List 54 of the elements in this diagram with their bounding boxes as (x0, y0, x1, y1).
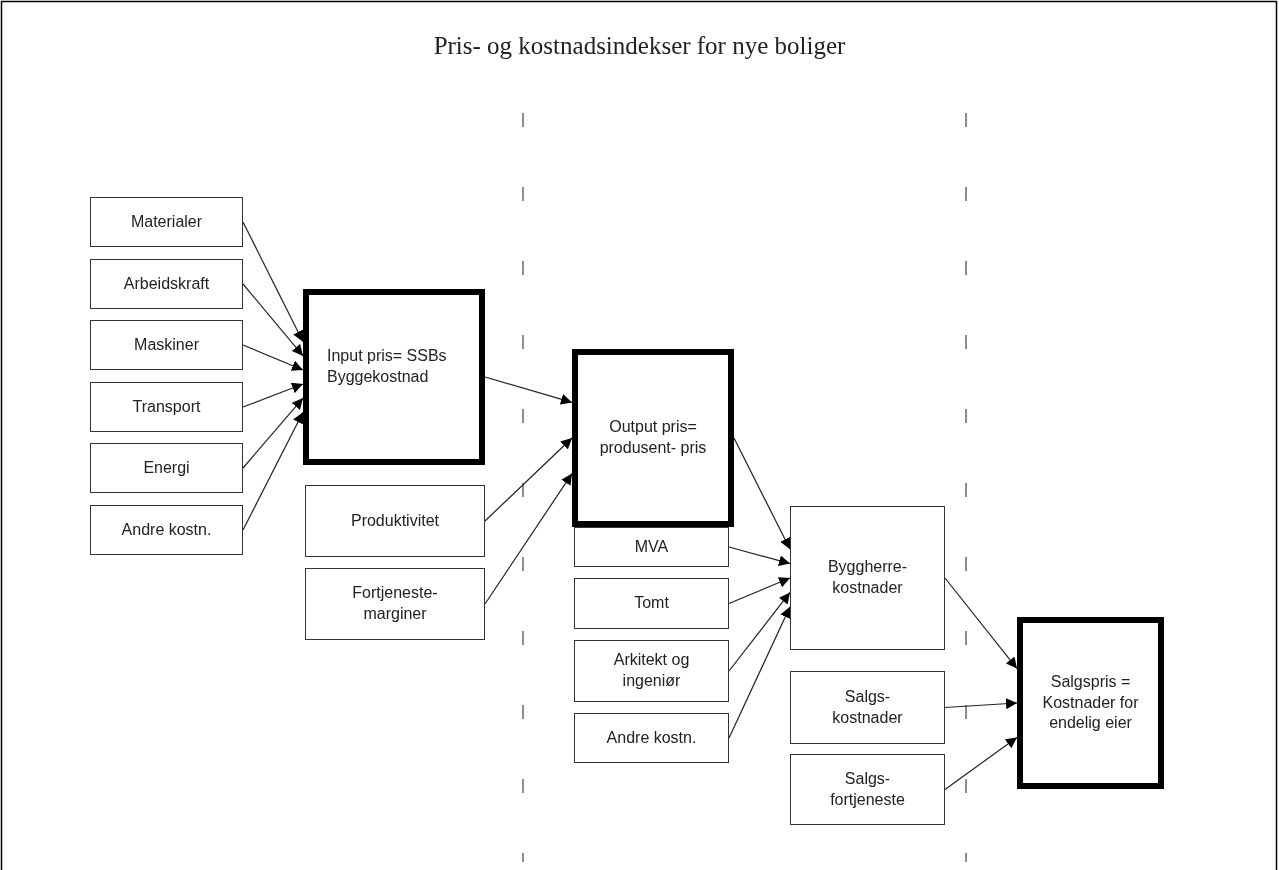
node-label: Output pris= produsent- pris (598, 417, 708, 458)
node-label: Input pris= SSBs Byggekostnad (327, 346, 447, 387)
cost-box (574, 640, 729, 702)
node-label: Salgspris = Kostnader for endelig eier (1041, 671, 1140, 734)
arrow (944, 577, 1018, 670)
cost-box (90, 505, 243, 555)
arrow (728, 606, 791, 739)
node-label: Salgs- fortjeneste (829, 768, 906, 810)
cost-box (305, 568, 485, 640)
node-label: Energi (143, 457, 190, 478)
node-label: Salgs- kostnader (831, 686, 904, 728)
node-label: Materialer (130, 211, 203, 232)
cost-box (90, 320, 243, 370)
arrow (484, 376, 573, 405)
arrow (242, 344, 304, 371)
index-box (303, 289, 485, 465)
cost-box (90, 443, 243, 493)
diagram-title: Pris- og kostnadsindekser for nye boliger (432, 32, 847, 60)
cost-box (305, 485, 485, 557)
arrow (728, 546, 791, 566)
node-label: Produktivitet (350, 510, 439, 531)
node-label: Fortjeneste- marginer (351, 583, 439, 624)
arrow (728, 577, 791, 605)
arrow (728, 591, 791, 672)
cost-box (574, 713, 729, 763)
arrow (484, 473, 573, 605)
cost-box (790, 671, 945, 744)
node-label: Andre kostn. (121, 519, 212, 540)
cost-box (790, 506, 945, 650)
cost-box (574, 578, 729, 629)
arrow (944, 698, 1018, 710)
arrow (733, 437, 791, 550)
node-label: Andre kostn. (606, 727, 697, 748)
arrow (242, 411, 304, 531)
node-label: Maskiner (134, 334, 199, 355)
cost-box (790, 754, 945, 825)
node-label: MVA (634, 536, 669, 557)
arrow (242, 221, 304, 343)
cost-box (90, 382, 243, 432)
index-box (1017, 617, 1164, 789)
node-label: Transport (132, 396, 201, 417)
cost-box (90, 259, 243, 309)
arrow (242, 397, 304, 469)
arrow (944, 736, 1018, 791)
node-label: Arbeidskraft (123, 273, 210, 294)
node-label: Arkitekt og ingeniør (612, 650, 691, 691)
index-box (572, 349, 734, 527)
cost-box (90, 197, 243, 247)
cost-box (574, 527, 729, 567)
arrow (484, 437, 573, 522)
node-label: Byggherre- kostnader (826, 557, 909, 598)
arrow (242, 382, 304, 408)
node-label: Tomt (634, 593, 669, 614)
arrow (242, 283, 304, 357)
